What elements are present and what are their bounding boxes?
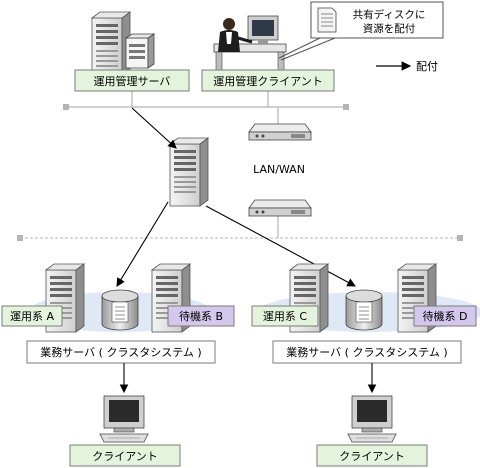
shared-disk-right-icon xyxy=(345,289,383,331)
client-left-box xyxy=(69,444,181,467)
arrow-center-to-left-disk xyxy=(116,201,169,287)
network-label: LAN/WAN xyxy=(253,163,305,176)
right-cluster: 運用系 C 待機系 D xyxy=(251,263,480,333)
callout-line-1: 共有ディスクに xyxy=(353,8,426,21)
router-lower-icon xyxy=(248,199,312,217)
callout-line-2: 資源を配付 xyxy=(363,22,416,35)
legend-label: 配付 xyxy=(416,60,438,73)
management-client-icon xyxy=(213,15,287,71)
arrow-mgmt-to-center xyxy=(131,107,177,149)
client-right-box xyxy=(316,444,428,467)
management-client-label-box xyxy=(201,69,335,92)
top-line-end-left xyxy=(63,104,69,110)
client-left-icon xyxy=(99,395,149,443)
legend: 配付 xyxy=(376,60,438,73)
client-right-label: クライアント xyxy=(339,450,405,463)
distribution-callout: 共有ディスクに 資源を配付 xyxy=(278,1,444,61)
right-cluster-label: 業務サーバ ( クラスタシステム ) xyxy=(286,345,447,359)
standby-d-label: 待機系 D xyxy=(423,309,468,323)
standby-b-label: 待機系 B xyxy=(179,309,223,323)
router-upper-icon xyxy=(248,123,312,141)
active-c-label: 運用系 C xyxy=(263,310,307,323)
standby-b-box xyxy=(167,305,235,327)
shared-disk-left-icon xyxy=(101,289,139,331)
document-icon xyxy=(317,7,337,33)
left-cluster-label: 業務サーバ ( クラスタシステム ) xyxy=(40,345,201,359)
top-line-end-right xyxy=(343,104,349,110)
management-server-icon xyxy=(91,11,156,81)
active-c-box xyxy=(251,305,319,327)
left-cluster-label-box xyxy=(26,340,216,364)
client-right-icon xyxy=(347,395,397,443)
client-left-label: クライアント xyxy=(92,450,158,463)
standby-d-box xyxy=(413,305,477,327)
management-server-label-box xyxy=(74,69,190,92)
management-client-label: 運用管理クライアント xyxy=(213,74,323,88)
left-cluster: 運用系 A 待機系 B xyxy=(1,263,235,333)
arrow-center-to-right-disk xyxy=(205,205,356,287)
right-cluster-label-box xyxy=(272,340,462,364)
active-a-label: 運用系 A xyxy=(10,310,54,323)
active-a-box xyxy=(1,305,63,327)
management-server-label: 運用管理サーバ xyxy=(94,74,171,88)
